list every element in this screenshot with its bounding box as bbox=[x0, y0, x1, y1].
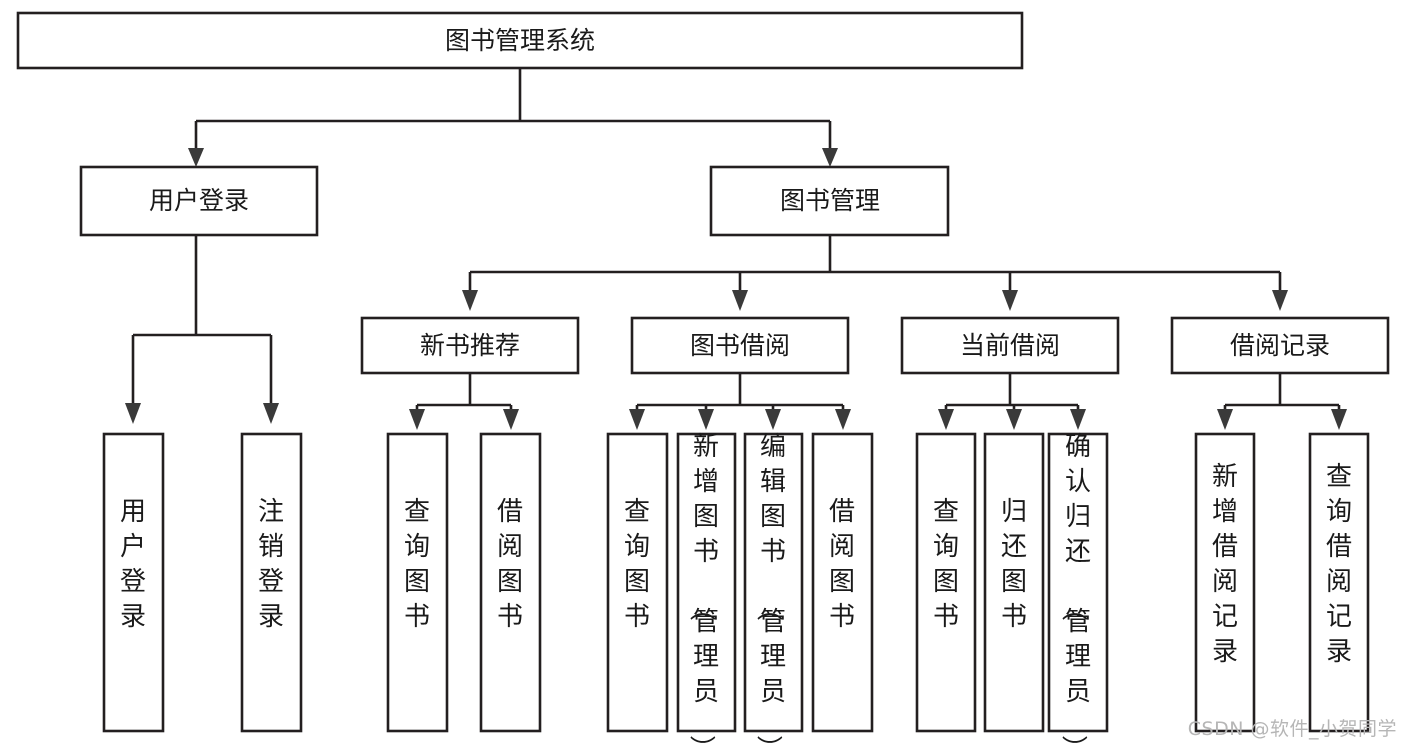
node-borrow-label: 图书借阅 bbox=[690, 331, 790, 360]
arrow-head-root-to-bookmgmt bbox=[822, 148, 838, 167]
connector-group-newbook bbox=[409, 373, 519, 430]
node-newbook-box[interactable] bbox=[360, 316, 580, 375]
node-leaf-10-box[interactable] bbox=[983, 432, 1045, 733]
node-leaf-1[interactable]: 用户登录 bbox=[102, 432, 165, 733]
node-leaf-8-box[interactable] bbox=[811, 432, 874, 733]
node-borrow[interactable]: 图书借阅 bbox=[630, 316, 850, 375]
node-leaf-1-box[interactable] bbox=[102, 432, 165, 733]
arrow-head-newbook-to-leaf3 bbox=[409, 409, 425, 430]
arrow-head-borrow-to-leaf6 bbox=[698, 409, 714, 430]
arrow-head-borrow-to-leaf7 bbox=[765, 409, 781, 430]
arrow-head-current-to-leaf10 bbox=[1006, 409, 1022, 430]
node-leaf-12-box[interactable] bbox=[1194, 432, 1256, 733]
node-leaf-6-label: 新增图书（管理员） bbox=[686, 432, 719, 747]
node-bookmgmt[interactable]: 图书管理 bbox=[709, 165, 950, 237]
node-leaf-6-box[interactable] bbox=[676, 432, 737, 733]
node-leaf-5-box[interactable] bbox=[606, 432, 669, 733]
node-leaf-9-box[interactable] bbox=[915, 432, 977, 733]
node-leaf-4[interactable]: 借阅图书 bbox=[479, 432, 542, 733]
node-leaf-7-label: 编辑图书（管理员） bbox=[753, 432, 786, 747]
node-leaf-2-box[interactable] bbox=[240, 432, 303, 733]
node-current-box[interactable] bbox=[900, 316, 1120, 375]
node-leaf-13-label: 查询借阅记录 bbox=[1326, 462, 1352, 667]
connector-group-current bbox=[938, 373, 1086, 430]
node-leaf-9-label: 查询图书 bbox=[933, 497, 959, 632]
arrow-head-newbook-to-leaf4 bbox=[503, 409, 519, 430]
node-record-label: 借阅记录 bbox=[1230, 331, 1330, 360]
node-leaf-11[interactable]: 确认归还（管理员） bbox=[1047, 432, 1109, 747]
node-leaf-3[interactable]: 查询图书 bbox=[386, 432, 449, 733]
node-leaf-8-label: 借阅图书 bbox=[829, 497, 855, 632]
node-login-box[interactable] bbox=[79, 165, 319, 237]
connector-group-record bbox=[1217, 373, 1347, 430]
arrow-head-borrow-to-leaf8 bbox=[835, 409, 851, 430]
node-newbook[interactable]: 新书推荐 bbox=[360, 316, 580, 375]
node-leaf-10[interactable]: 归还图书 bbox=[983, 432, 1045, 733]
node-leaf-6[interactable]: 新增图书（管理员） bbox=[676, 432, 737, 747]
node-record-box[interactable] bbox=[1170, 316, 1390, 375]
node-leaf-4-label: 借阅图书 bbox=[497, 497, 523, 632]
connector-group-bookmgmt bbox=[462, 235, 1288, 311]
arrow-head-current-to-leaf11 bbox=[1070, 409, 1086, 430]
node-leaf-3-label: 查询图书 bbox=[404, 497, 430, 632]
node-bookmgmt-label: 图书管理 bbox=[780, 186, 880, 215]
node-leaf-7[interactable]: 编辑图书（管理员） bbox=[743, 432, 804, 747]
arrow-head-login-to-leaf2 bbox=[263, 403, 279, 424]
arrow-head-login-to-leaf1 bbox=[125, 403, 141, 424]
node-leaf-12[interactable]: 新增借阅记录 bbox=[1194, 432, 1256, 733]
node-leaf-5[interactable]: 查询图书 bbox=[606, 432, 669, 733]
node-current[interactable]: 当前借阅 bbox=[900, 316, 1120, 375]
node-newbook-label: 新书推荐 bbox=[420, 331, 520, 360]
node-leaf-13[interactable]: 查询借阅记录 bbox=[1308, 432, 1370, 733]
arrow-head-bookmgmt-to-borrow bbox=[732, 290, 748, 311]
node-current-label: 当前借阅 bbox=[960, 331, 1060, 360]
node-root-label: 图书管理系统 bbox=[445, 26, 595, 55]
arrow-head-bookmgmt-to-record bbox=[1272, 290, 1288, 311]
arrow-head-borrow-to-leaf5 bbox=[629, 409, 645, 430]
arrow-head-current-to-leaf9 bbox=[938, 409, 954, 430]
csdn-watermark: CSDN @软件_小贺同学 bbox=[1187, 718, 1397, 740]
node-leaf-10-label: 归还图书 bbox=[1001, 497, 1027, 632]
node-leaf-12-label: 新增借阅记录 bbox=[1212, 462, 1238, 667]
node-borrow-box[interactable] bbox=[630, 316, 850, 375]
node-leaf-13-box[interactable] bbox=[1308, 432, 1370, 733]
node-bookmgmt-box[interactable] bbox=[709, 165, 950, 237]
node-root-box[interactable] bbox=[16, 11, 1024, 70]
node-login[interactable]: 用户登录 bbox=[79, 165, 319, 237]
connector-group-root bbox=[188, 68, 838, 167]
node-leaf-3-box[interactable] bbox=[386, 432, 449, 733]
node-record[interactable]: 借阅记录 bbox=[1170, 316, 1390, 375]
node-leaf-2[interactable]: 注销登录 bbox=[240, 432, 303, 733]
node-leaf-4-box[interactable] bbox=[479, 432, 542, 733]
connector-group-login bbox=[125, 235, 279, 424]
node-leaf-7-box[interactable] bbox=[743, 432, 804, 733]
node-leaf-11-label: 确认归还（管理员） bbox=[1058, 432, 1091, 747]
node-leaf-1-label: 用户登录 bbox=[120, 497, 146, 632]
node-leaf-8[interactable]: 借阅图书 bbox=[811, 432, 874, 733]
arrow-head-bookmgmt-to-newbook bbox=[462, 290, 478, 311]
arrow-head-bookmgmt-to-current bbox=[1002, 290, 1018, 311]
arrow-head-record-to-leaf12 bbox=[1217, 409, 1233, 430]
node-leaf-9[interactable]: 查询图书 bbox=[915, 432, 977, 733]
node-root[interactable]: 图书管理系统 bbox=[16, 11, 1024, 70]
arrow-head-record-to-leaf13 bbox=[1331, 409, 1347, 430]
node-leaf-5-label: 查询图书 bbox=[624, 497, 650, 632]
connector-group-borrow bbox=[629, 373, 851, 430]
arrow-head-root-to-login bbox=[188, 148, 204, 167]
node-login-label: 用户登录 bbox=[149, 186, 249, 215]
node-leaf-2-label: 注销登录 bbox=[258, 497, 284, 632]
node-leaf-11-box[interactable] bbox=[1047, 432, 1109, 733]
